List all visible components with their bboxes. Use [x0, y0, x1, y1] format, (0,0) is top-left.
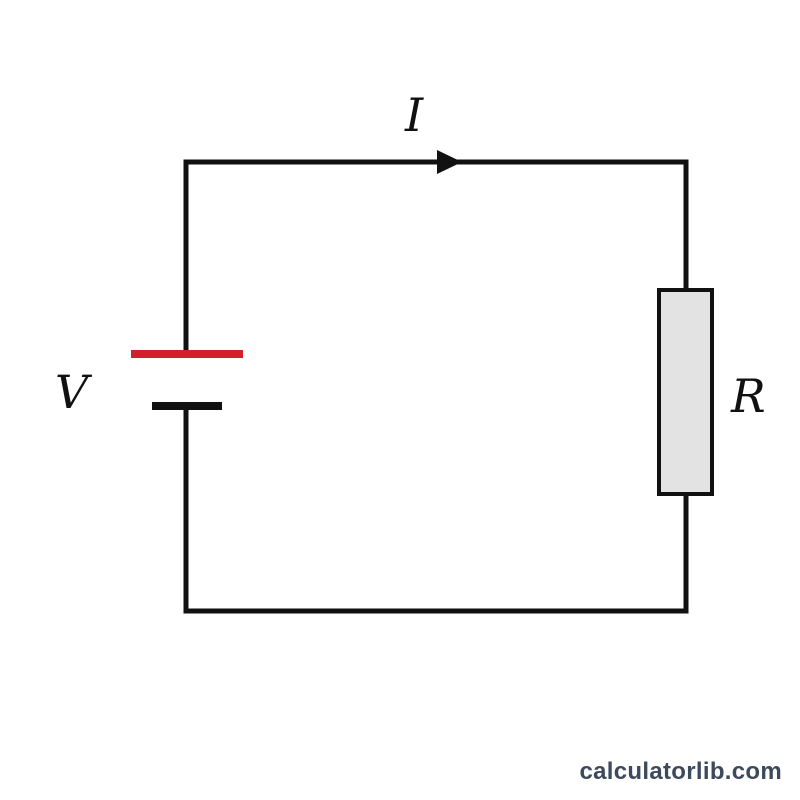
current-label: I	[404, 88, 424, 142]
current-arrow-icon	[437, 150, 462, 174]
resistance-label: R	[730, 369, 766, 423]
battery-symbol	[131, 350, 243, 410]
voltage-label: V	[55, 365, 93, 419]
resistor-symbol	[657, 288, 714, 496]
watermark-text: calculatorlib.com	[579, 758, 782, 785]
circuit-wires	[183, 159, 689, 614]
